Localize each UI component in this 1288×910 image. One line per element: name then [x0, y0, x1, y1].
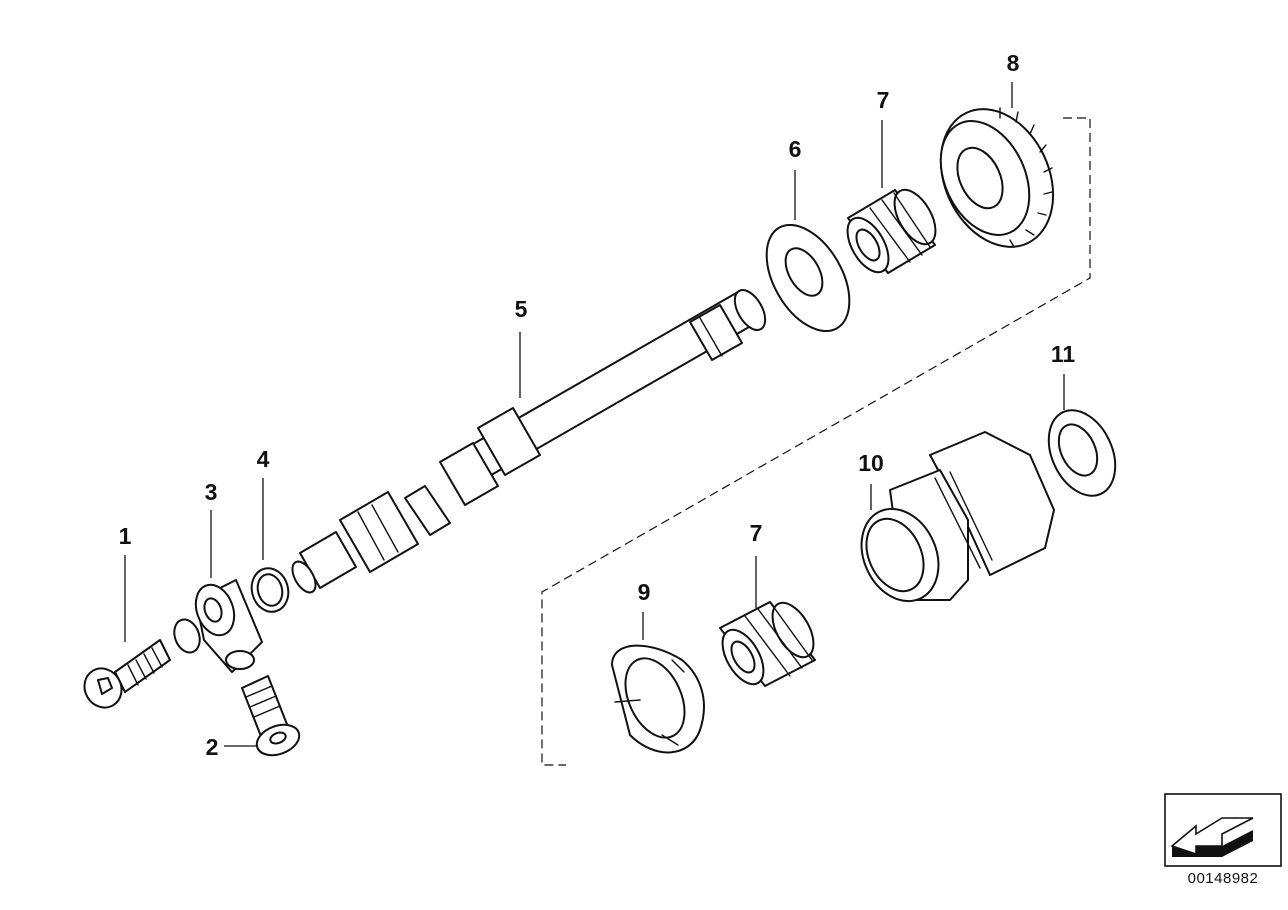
part-6-washer — [765, 223, 851, 333]
document-number: 00148982 — [1188, 870, 1259, 887]
callout-5: 5 — [515, 296, 528, 322]
part-7-needle-bearing-lower — [719, 601, 816, 687]
part-1-bolt — [83, 639, 171, 709]
callout-6: 6 — [789, 136, 802, 162]
callout-3: 3 — [205, 479, 218, 505]
orientation-arrow-box — [1164, 793, 1282, 867]
direction-arrow-icon — [1170, 817, 1254, 856]
part-9-split-ring — [611, 644, 705, 754]
callouts: 1 2 3 4 5 6 7 7 8 9 10 11 — [119, 50, 1076, 760]
part-8-gear — [939, 107, 1055, 248]
part-2-screw — [241, 675, 301, 757]
callout-9: 9 — [638, 579, 651, 605]
part-7-needle-bearing-upper — [846, 188, 937, 274]
callout-2: 2 — [206, 734, 219, 760]
callout-10: 10 — [858, 450, 884, 476]
callout-4: 4 — [257, 446, 270, 472]
part-11-washer — [1047, 409, 1117, 497]
callout-7-upper: 7 — [877, 87, 890, 113]
part-3-banjo-fitting — [173, 579, 263, 673]
callout-7-lower: 7 — [750, 520, 763, 546]
callout-8: 8 — [1007, 50, 1020, 76]
leader-lines — [124, 82, 1065, 747]
assembly-group-outline — [541, 117, 1091, 766]
part-5-shaft — [291, 289, 767, 594]
part-10-hub — [860, 431, 1055, 603]
callout-1: 1 — [119, 523, 132, 549]
callout-11: 11 — [1051, 341, 1076, 367]
part-4-o-ring — [250, 567, 290, 613]
